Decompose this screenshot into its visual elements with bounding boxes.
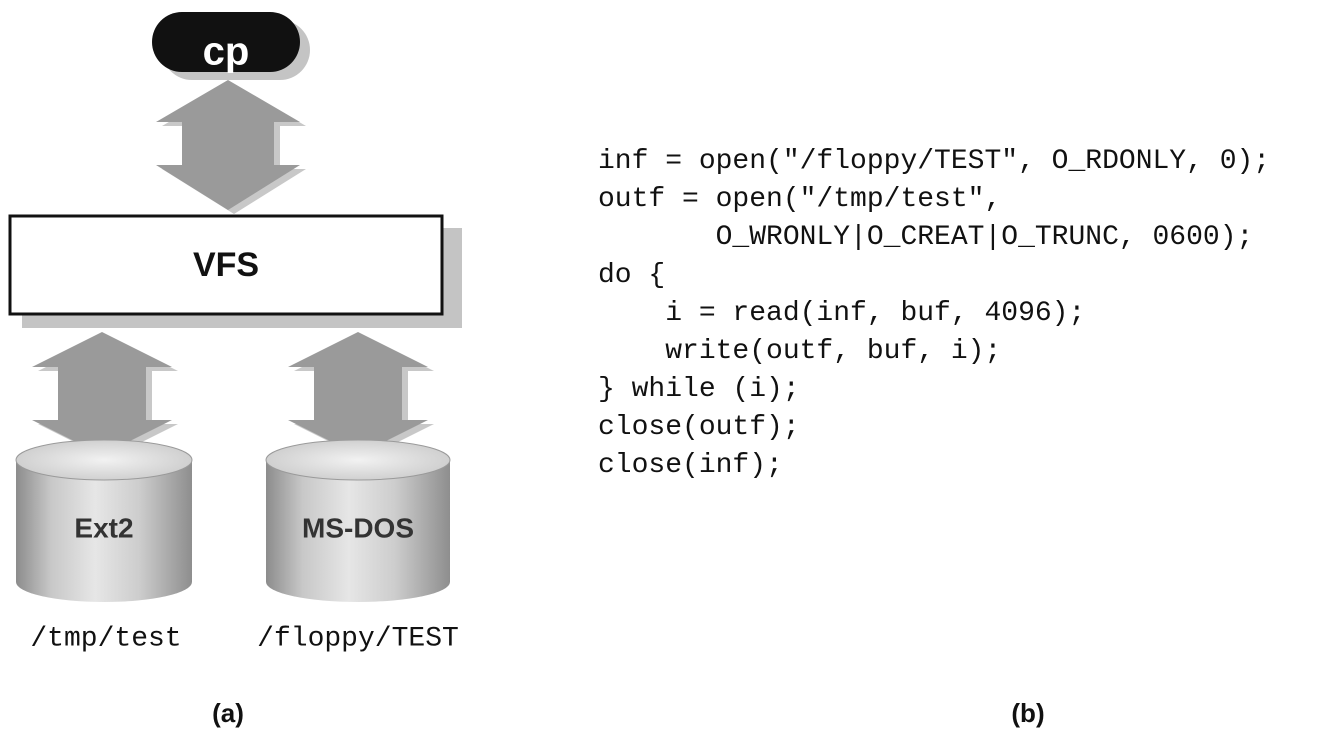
code-line: write(outf, buf, i); bbox=[598, 336, 1002, 367]
ext2-filesystem-cylinder: Ext2 bbox=[15, 439, 193, 602]
code-line: outf = open("/tmp/test", bbox=[598, 184, 1002, 215]
cp-vfs-arrow bbox=[156, 80, 306, 214]
cp-label: cp bbox=[203, 30, 250, 74]
ext2-label: Ext2 bbox=[74, 512, 133, 543]
code-line: i = read(inf, buf, 4096); bbox=[598, 298, 1086, 329]
vfs-label: VFS bbox=[193, 246, 259, 284]
vfs-ext2-arrow bbox=[32, 332, 178, 459]
code-line: inf = open("/floppy/TEST", O_RDONLY, 0); bbox=[598, 146, 1271, 177]
vfs-msdos-arrow bbox=[288, 332, 434, 459]
cp-process-node: cp bbox=[152, 12, 310, 80]
vfs-layer-box: VFS bbox=[8, 214, 462, 328]
code-line: close(outf); bbox=[598, 412, 800, 443]
code-line: close(inf); bbox=[598, 450, 783, 481]
code-line: do { bbox=[598, 260, 666, 291]
code-listing: inf = open("/floppy/TEST", O_RDONLY, 0);… bbox=[598, 143, 1270, 485]
ext2-path-label: /tmp/test bbox=[30, 623, 181, 654]
msdos-filesystem-cylinder: MS-DOS bbox=[265, 439, 451, 602]
code-line: } while (i); bbox=[598, 374, 800, 405]
code-line: O_WRONLY|O_CREAT|O_TRUNC, 0600); bbox=[598, 222, 1254, 253]
msdos-path-label: /floppy/TEST bbox=[257, 623, 459, 654]
caption-a: (a) bbox=[212, 698, 244, 728]
caption-b: (b) bbox=[1011, 698, 1045, 728]
msdos-label: MS-DOS bbox=[302, 512, 414, 543]
